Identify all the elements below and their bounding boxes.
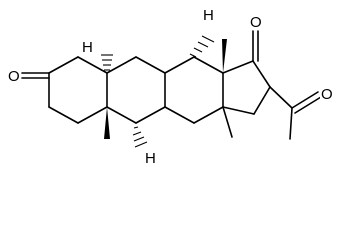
oxygen-c17-label: O — [250, 14, 262, 31]
bond — [135, 106, 166, 124]
bond — [269, 86, 293, 109]
bond — [193, 106, 224, 124]
bond — [106, 106, 137, 124]
acetyl-double-bond — [291, 91, 319, 109]
bond — [252, 60, 271, 88]
acetyl-double-bond — [294, 96, 322, 114]
bond — [48, 56, 79, 74]
structure-canvas: O O O H H H — [6, 7, 334, 167]
steroid-structure: O O O H H H — [6, 7, 334, 167]
hashed-bond-h8 — [189, 35, 215, 58]
hashed-bond-h5 — [101, 54, 113, 71]
hydrogen-c8-label: H — [203, 7, 214, 24]
bond — [222, 106, 255, 115]
bond — [289, 107, 293, 140]
bond — [193, 56, 224, 74]
bond — [77, 56, 108, 74]
bond — [164, 106, 195, 124]
bond — [253, 86, 271, 115]
bond — [135, 56, 166, 74]
methyl-bond — [222, 106, 233, 138]
oxygen-c3-label: O — [8, 68, 20, 85]
wedge-bond — [104, 107, 110, 139]
bond — [222, 60, 254, 74]
wedge-bond — [222, 39, 227, 73]
oxygen-acetyl-label: O — [321, 86, 333, 103]
bond — [77, 106, 108, 124]
hashed-bond-h9 — [132, 126, 148, 148]
bond — [106, 56, 137, 74]
bond — [48, 106, 79, 124]
hydrogen-c9-label: H — [145, 150, 156, 167]
hydrogen-c5-label: H — [82, 39, 93, 56]
bond — [164, 56, 195, 74]
